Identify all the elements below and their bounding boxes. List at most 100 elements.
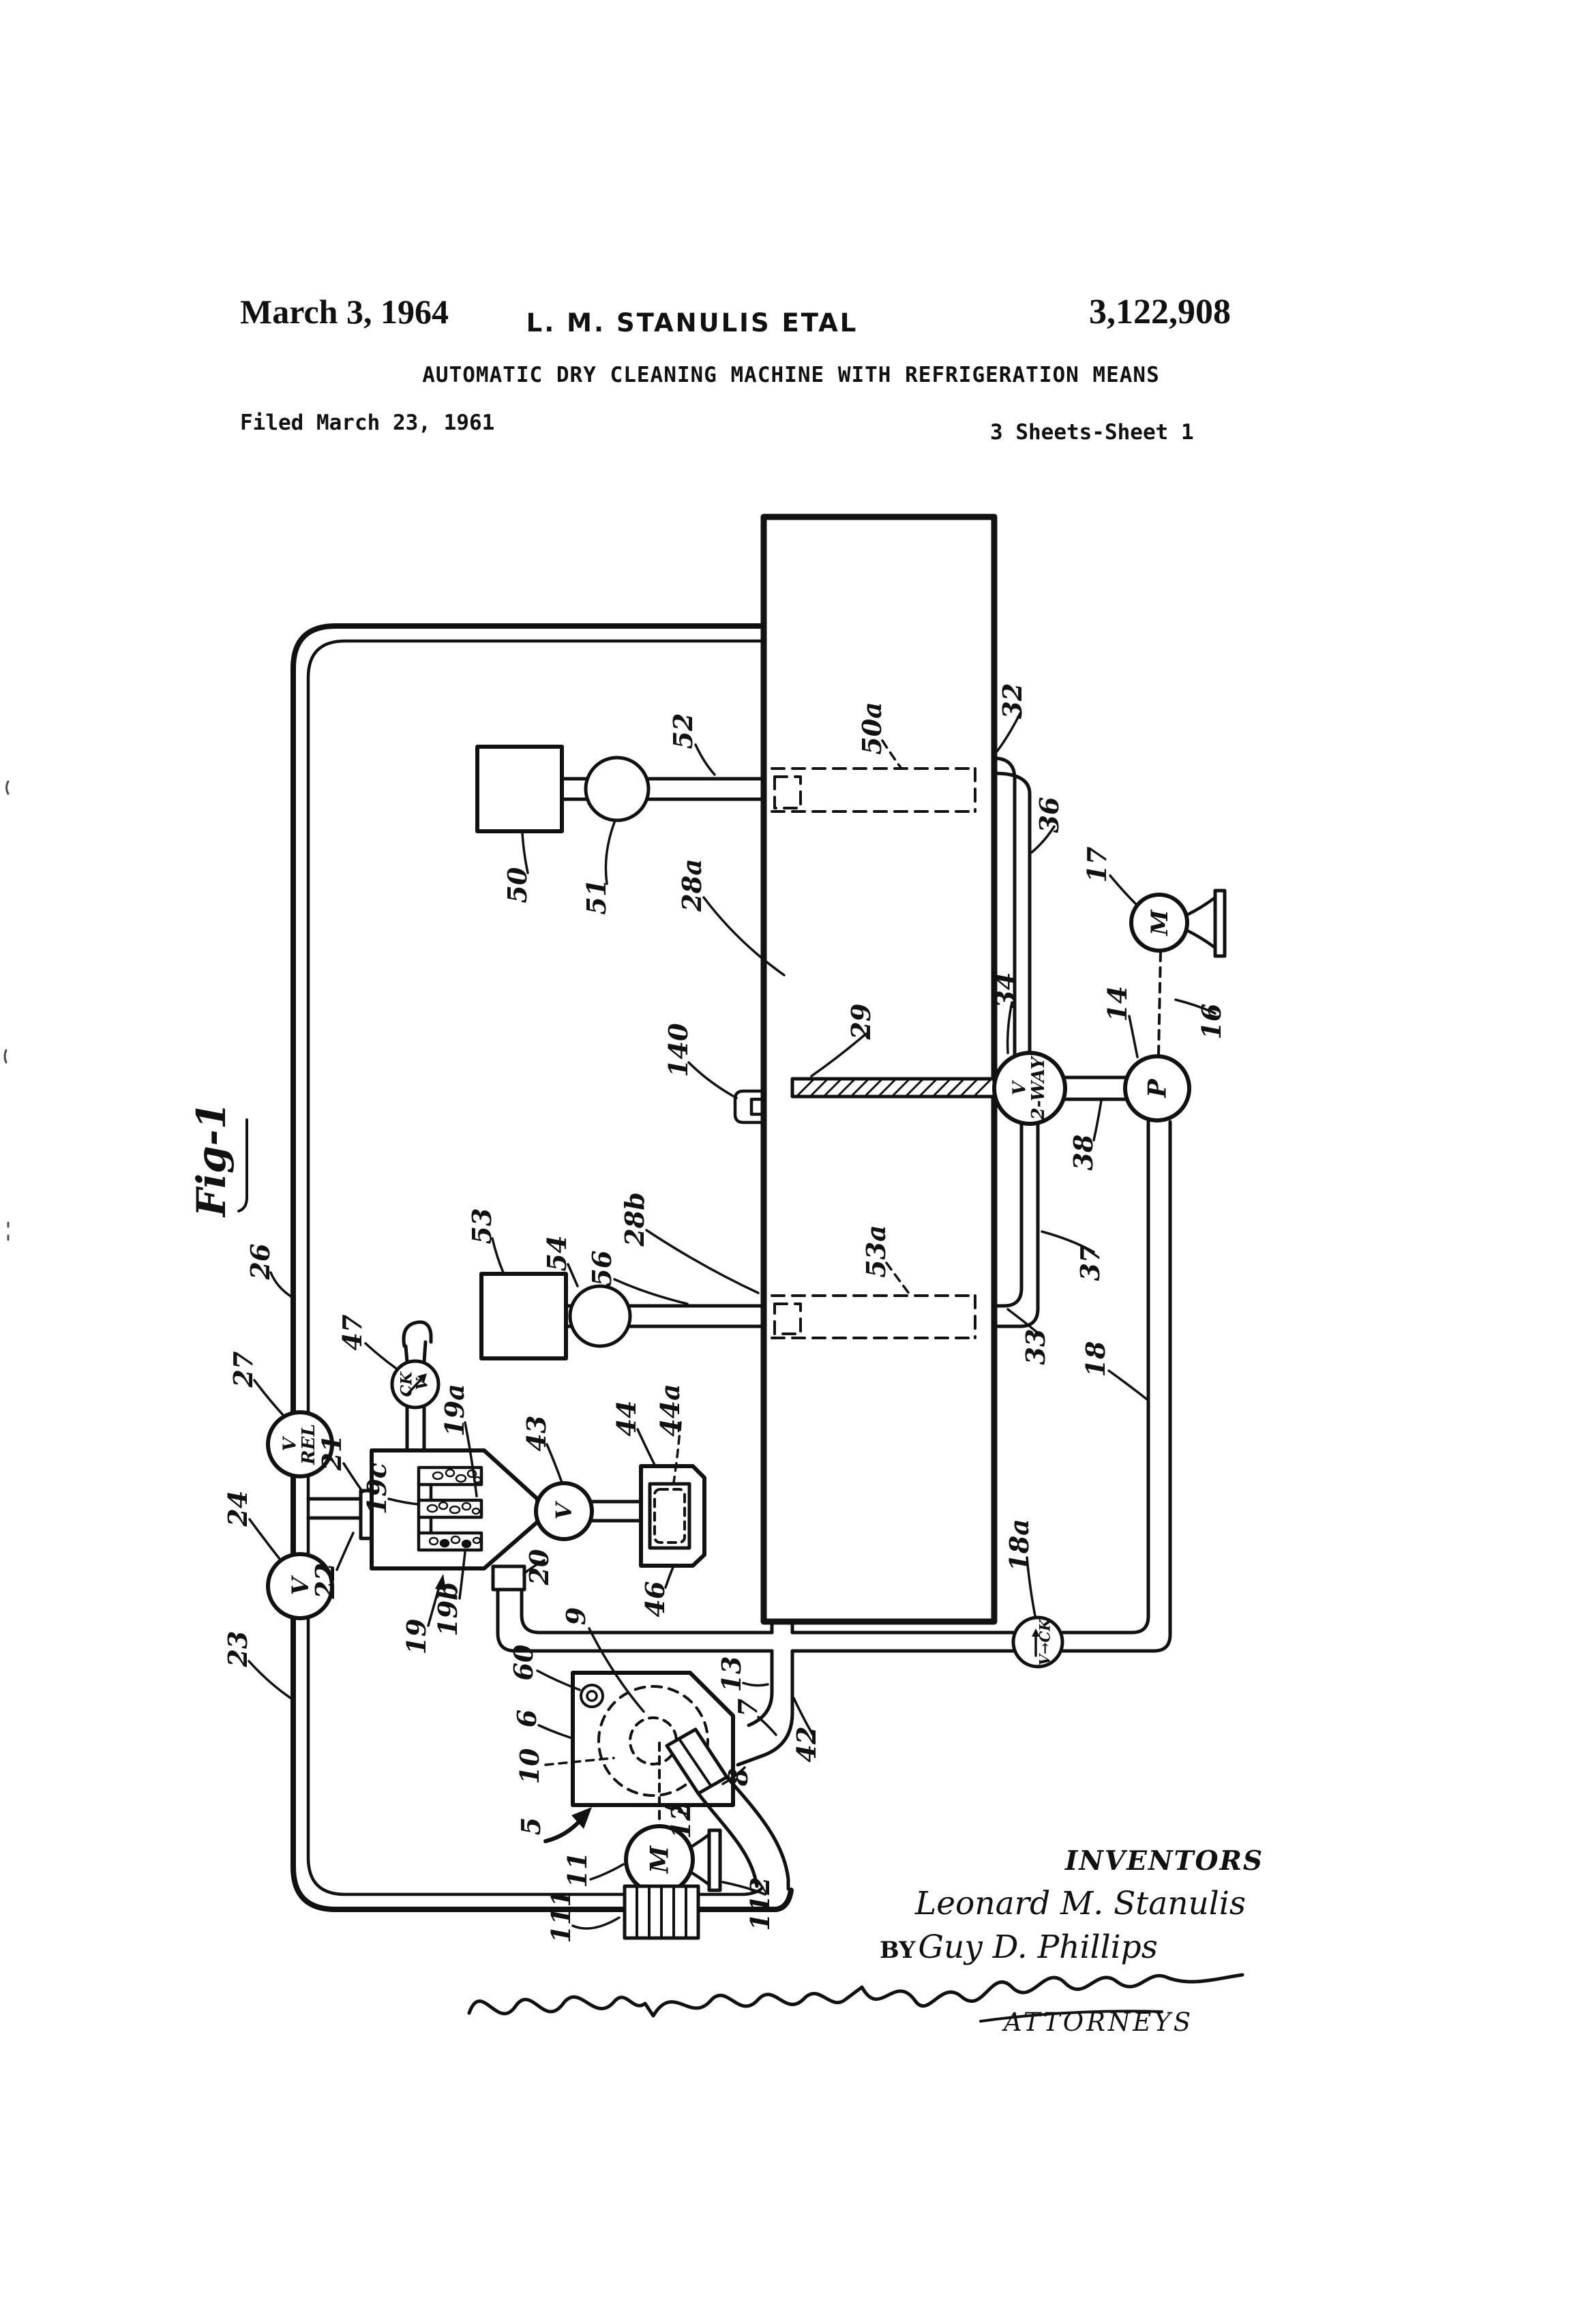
ref-label-54: 54 <box>541 1236 572 1272</box>
leader-lines <box>248 712 1217 1930</box>
ref-label-20: 20 <box>524 1549 554 1585</box>
pipe-37 <box>992 1122 1040 1328</box>
condenser-19 <box>370 1448 539 1570</box>
ref-label-111: 111 <box>546 1889 576 1943</box>
ref-label-17: 17 <box>1081 847 1112 883</box>
blower-housing-5 <box>571 1671 735 1807</box>
motor-11-text: M <box>646 1845 674 1875</box>
pump-14-body <box>1123 1054 1191 1122</box>
ref-label-19a: 19a <box>439 1384 470 1437</box>
ref-label-37: 37 <box>1075 1245 1105 1281</box>
ref-label-52: 52 <box>668 713 698 749</box>
ref-label-44a: 44a <box>655 1384 685 1437</box>
patent-title: AUTOMATIC DRY CLEANING MACHINE WITH REFR… <box>422 363 1160 387</box>
ref-label-50a: 50a <box>856 702 887 755</box>
ref-label-53: 53 <box>466 1208 497 1245</box>
ref-label-56: 56 <box>586 1251 617 1287</box>
ref-label-9: 9 <box>561 1607 591 1625</box>
ref-label-26: 26 <box>245 1244 275 1281</box>
pipe-18 <box>790 1120 1172 1653</box>
patent-number: 3,122,908 <box>1089 293 1231 331</box>
supply-50-51-52 <box>475 745 766 833</box>
ref-label-112: 112 <box>745 1877 775 1931</box>
pipe-36 <box>992 756 1032 1056</box>
ref-label-27: 27 <box>228 1352 258 1388</box>
ref-label-18: 18 <box>1080 1341 1111 1377</box>
scan-artifacts <box>3 780 10 1241</box>
check-valve-47-body <box>390 1320 441 1452</box>
ref-label-34: 34 <box>990 972 1021 1009</box>
ref-label-28b: 28b <box>619 1192 650 1247</box>
ref-label-11: 11 <box>562 1852 593 1888</box>
ref-label-22: 22 <box>310 1563 340 1600</box>
ref-label-10: 10 <box>514 1748 545 1784</box>
trap-outlet-duct <box>496 1587 774 1653</box>
valve-43-text: V <box>551 1500 577 1519</box>
relief-valve-27-body <box>266 1410 334 1478</box>
supply-53-54-56 <box>479 1272 766 1360</box>
attorney-signature <box>467 1973 1244 2023</box>
ref-label-14: 14 <box>1102 986 1133 1022</box>
outer-duct-loop <box>290 623 794 1912</box>
two-way-valve-34-body <box>992 1051 1067 1126</box>
ref-label-28a: 28a <box>676 859 707 912</box>
spray-tube-50a <box>771 767 976 813</box>
ref-label-46: 46 <box>640 1581 670 1618</box>
ref-label-44: 44 <box>611 1401 642 1437</box>
ref-label-51: 51 <box>581 879 612 915</box>
ref-label-5: 5 <box>516 1817 546 1835</box>
ref-label-60: 60 <box>508 1644 539 1680</box>
ref-label-50: 50 <box>502 867 533 903</box>
inventors-heading: INVENTORS <box>1065 1845 1264 1877</box>
filed-line: Filed March 23, 1961 <box>240 411 495 435</box>
svg-text:Fig-1: Fig-1 <box>188 1102 235 1218</box>
spray-tube-53a <box>771 1294 976 1339</box>
ref-label-43: 43 <box>521 1416 552 1452</box>
lint-screen-111 <box>623 1884 700 1940</box>
ref-label-29: 29 <box>846 1004 876 1041</box>
ref-label-19b: 19b <box>432 1582 463 1636</box>
by-prefix: BY <box>880 1937 916 1964</box>
ref-label-23: 23 <box>222 1631 253 1668</box>
inventor-name-line: L. M. STANULIS ETAL <box>526 308 859 338</box>
shutoff-valve-24-text: V <box>287 1575 314 1595</box>
ref-label-47: 47 <box>337 1315 368 1351</box>
ref-label-21: 21 <box>316 1435 347 1472</box>
ref-label-140: 140 <box>663 1023 693 1077</box>
check-valve-18a-body <box>1011 1615 1064 1669</box>
ref-label-24: 24 <box>222 1491 253 1528</box>
motor-17-assembly <box>1129 889 1227 1056</box>
shelf-29 <box>790 1077 996 1099</box>
valve-24-body <box>266 1552 334 1620</box>
ref-label-16: 16 <box>1196 1004 1227 1040</box>
inventor-signature-2: Guy D. Phillips <box>918 1928 1158 1966</box>
ref-label-53a: 53a <box>861 1225 891 1278</box>
duct-42 <box>736 1620 794 1767</box>
motor-17-text: M <box>1146 909 1174 936</box>
ref-label-19: 19 <box>401 1619 432 1655</box>
pump-14-text: P <box>1144 1079 1172 1099</box>
pipe-22 <box>306 1497 364 1520</box>
sheet-line: 3 Sheets-Sheet 1 <box>990 420 1194 445</box>
two-way-valve-34-text: V2-WAY <box>1010 1055 1049 1120</box>
pipe-38 <box>1063 1075 1129 1101</box>
inventor-signature-2-line: BY Guy D. Phillips <box>880 1928 1158 1966</box>
ref-label-7: 7 <box>732 1699 763 1716</box>
ref-label-36: 36 <box>1034 797 1064 833</box>
patent-date: March 3, 1964 <box>240 293 449 331</box>
ref-label-8: 8 <box>723 1768 753 1787</box>
inventor-signature-1: Leonard M. Stanulis <box>915 1885 1246 1922</box>
discharge-duct-112 <box>696 1775 790 1891</box>
blower-motor-11 <box>624 1742 722 1895</box>
valve-43-and-box-44 <box>491 1464 706 1592</box>
ref-label-6: 6 <box>511 1710 542 1727</box>
ref-label-38: 38 <box>1068 1135 1099 1171</box>
fitting-140 <box>733 1089 766 1124</box>
ref-label-19c: 19c <box>361 1463 392 1515</box>
ref-label-32: 32 <box>997 683 1028 719</box>
ref-label-12: 12 <box>666 1803 696 1839</box>
